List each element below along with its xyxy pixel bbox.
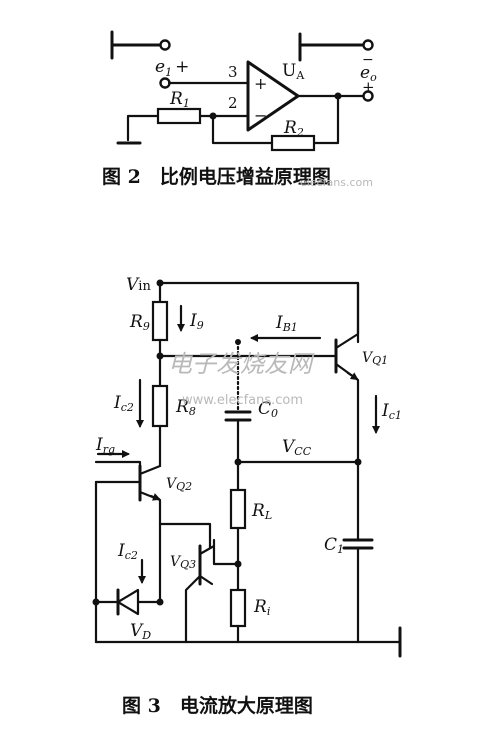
label-r8: R8 bbox=[175, 397, 196, 418]
label-eo: eo bbox=[360, 63, 377, 84]
label-vd: VD bbox=[130, 621, 151, 642]
wire-r2-to-node bbox=[211, 114, 274, 145]
figure3-watermark-cn: 电子发烧友网 bbox=[168, 350, 315, 378]
figure3-caption: 图 3 电流放大原理图 bbox=[122, 694, 313, 717]
label-ic1: Ic1 bbox=[381, 401, 402, 422]
figure-3: Vin R9 I9 IB1 VQ1 Ic1 Ic2 R8 C0 Irg VCC … bbox=[92, 275, 402, 717]
figure2-watermark: elecfans.com bbox=[300, 176, 373, 189]
label-c0: C0 bbox=[258, 399, 278, 420]
label-c1: C1 bbox=[324, 535, 344, 556]
irg-input-wire bbox=[94, 460, 142, 484]
label-opamp-ua: UA bbox=[282, 61, 305, 82]
wire-r1-to-ground bbox=[126, 114, 160, 142]
label-r9: R9 bbox=[129, 312, 150, 333]
label-pin3: 3 bbox=[228, 63, 238, 81]
resistor-ri bbox=[229, 588, 247, 628]
label-r1: R1 bbox=[169, 89, 190, 110]
label-vq1: VQ1 bbox=[362, 350, 388, 367]
capacitor-c1 bbox=[342, 538, 374, 550]
figure2-caption: 图 2 比例电压增益原理图 bbox=[102, 165, 331, 188]
label-vcc: VCC bbox=[282, 437, 312, 458]
wire-feedback-vertical bbox=[312, 94, 340, 145]
vd-right-dot bbox=[156, 598, 164, 606]
vq1-transistor-leads bbox=[334, 281, 360, 464]
wire-vd-loop bbox=[94, 480, 162, 644]
label-opamp-plus: + bbox=[254, 74, 267, 93]
eo-terminal-minus bbox=[362, 39, 374, 51]
eo-terminal-plus bbox=[362, 90, 374, 102]
label-ic2-lower: Ic2 bbox=[117, 541, 138, 562]
label-vq3: VQ3 bbox=[170, 554, 196, 571]
figure-2: e1+ 3 2 + − UA R1 R2 − eo + 图 2 比例电压增益原理… bbox=[102, 30, 377, 189]
label-e1: e1+ bbox=[155, 57, 189, 79]
label-r2: R2 bbox=[283, 118, 304, 139]
label-opamp-minus: − bbox=[254, 106, 267, 125]
vq3-leads bbox=[198, 538, 240, 586]
resistor-r9 bbox=[151, 300, 169, 342]
resistor-r8 bbox=[151, 384, 169, 428]
label-rl: RL bbox=[251, 501, 272, 522]
wire-vq2-vq3 bbox=[158, 522, 212, 550]
label-irg: Irg bbox=[95, 435, 115, 456]
vd-left-dot bbox=[92, 598, 100, 606]
vq1-emitter-arrow bbox=[346, 371, 359, 381]
label-ic2: Ic2 bbox=[113, 393, 134, 414]
resistor-r2 bbox=[270, 134, 316, 152]
diode-vd-triangle bbox=[116, 588, 140, 616]
capacitor-c0 bbox=[224, 410, 252, 422]
label-vq2: VQ2 bbox=[166, 476, 192, 493]
label-eo-plus: + bbox=[362, 78, 375, 96]
resistor-rl bbox=[229, 488, 247, 530]
resistor-r1 bbox=[156, 107, 202, 125]
label-pin2: 2 bbox=[228, 94, 238, 112]
label-i9: I9 bbox=[189, 311, 204, 332]
opamp-ua-symbol bbox=[246, 60, 300, 132]
vq3-emitter bbox=[184, 574, 202, 644]
label-ib1: IB1 bbox=[275, 313, 298, 334]
label-eo-minus: − bbox=[362, 52, 374, 68]
inverting-node-dot bbox=[209, 112, 217, 120]
fig2-input-terminal-top bbox=[159, 39, 171, 51]
label-ri: Ri bbox=[253, 597, 270, 618]
fig2-left-ground-bracket bbox=[110, 30, 164, 60]
label-vin: Vin bbox=[126, 275, 151, 295]
fig2-right-ground-bracket bbox=[298, 32, 366, 62]
figure3-watermark-url: www.elecfans.com bbox=[182, 393, 303, 408]
vq2-leads bbox=[138, 464, 162, 526]
vq2-emitter-arrow bbox=[149, 493, 161, 501]
